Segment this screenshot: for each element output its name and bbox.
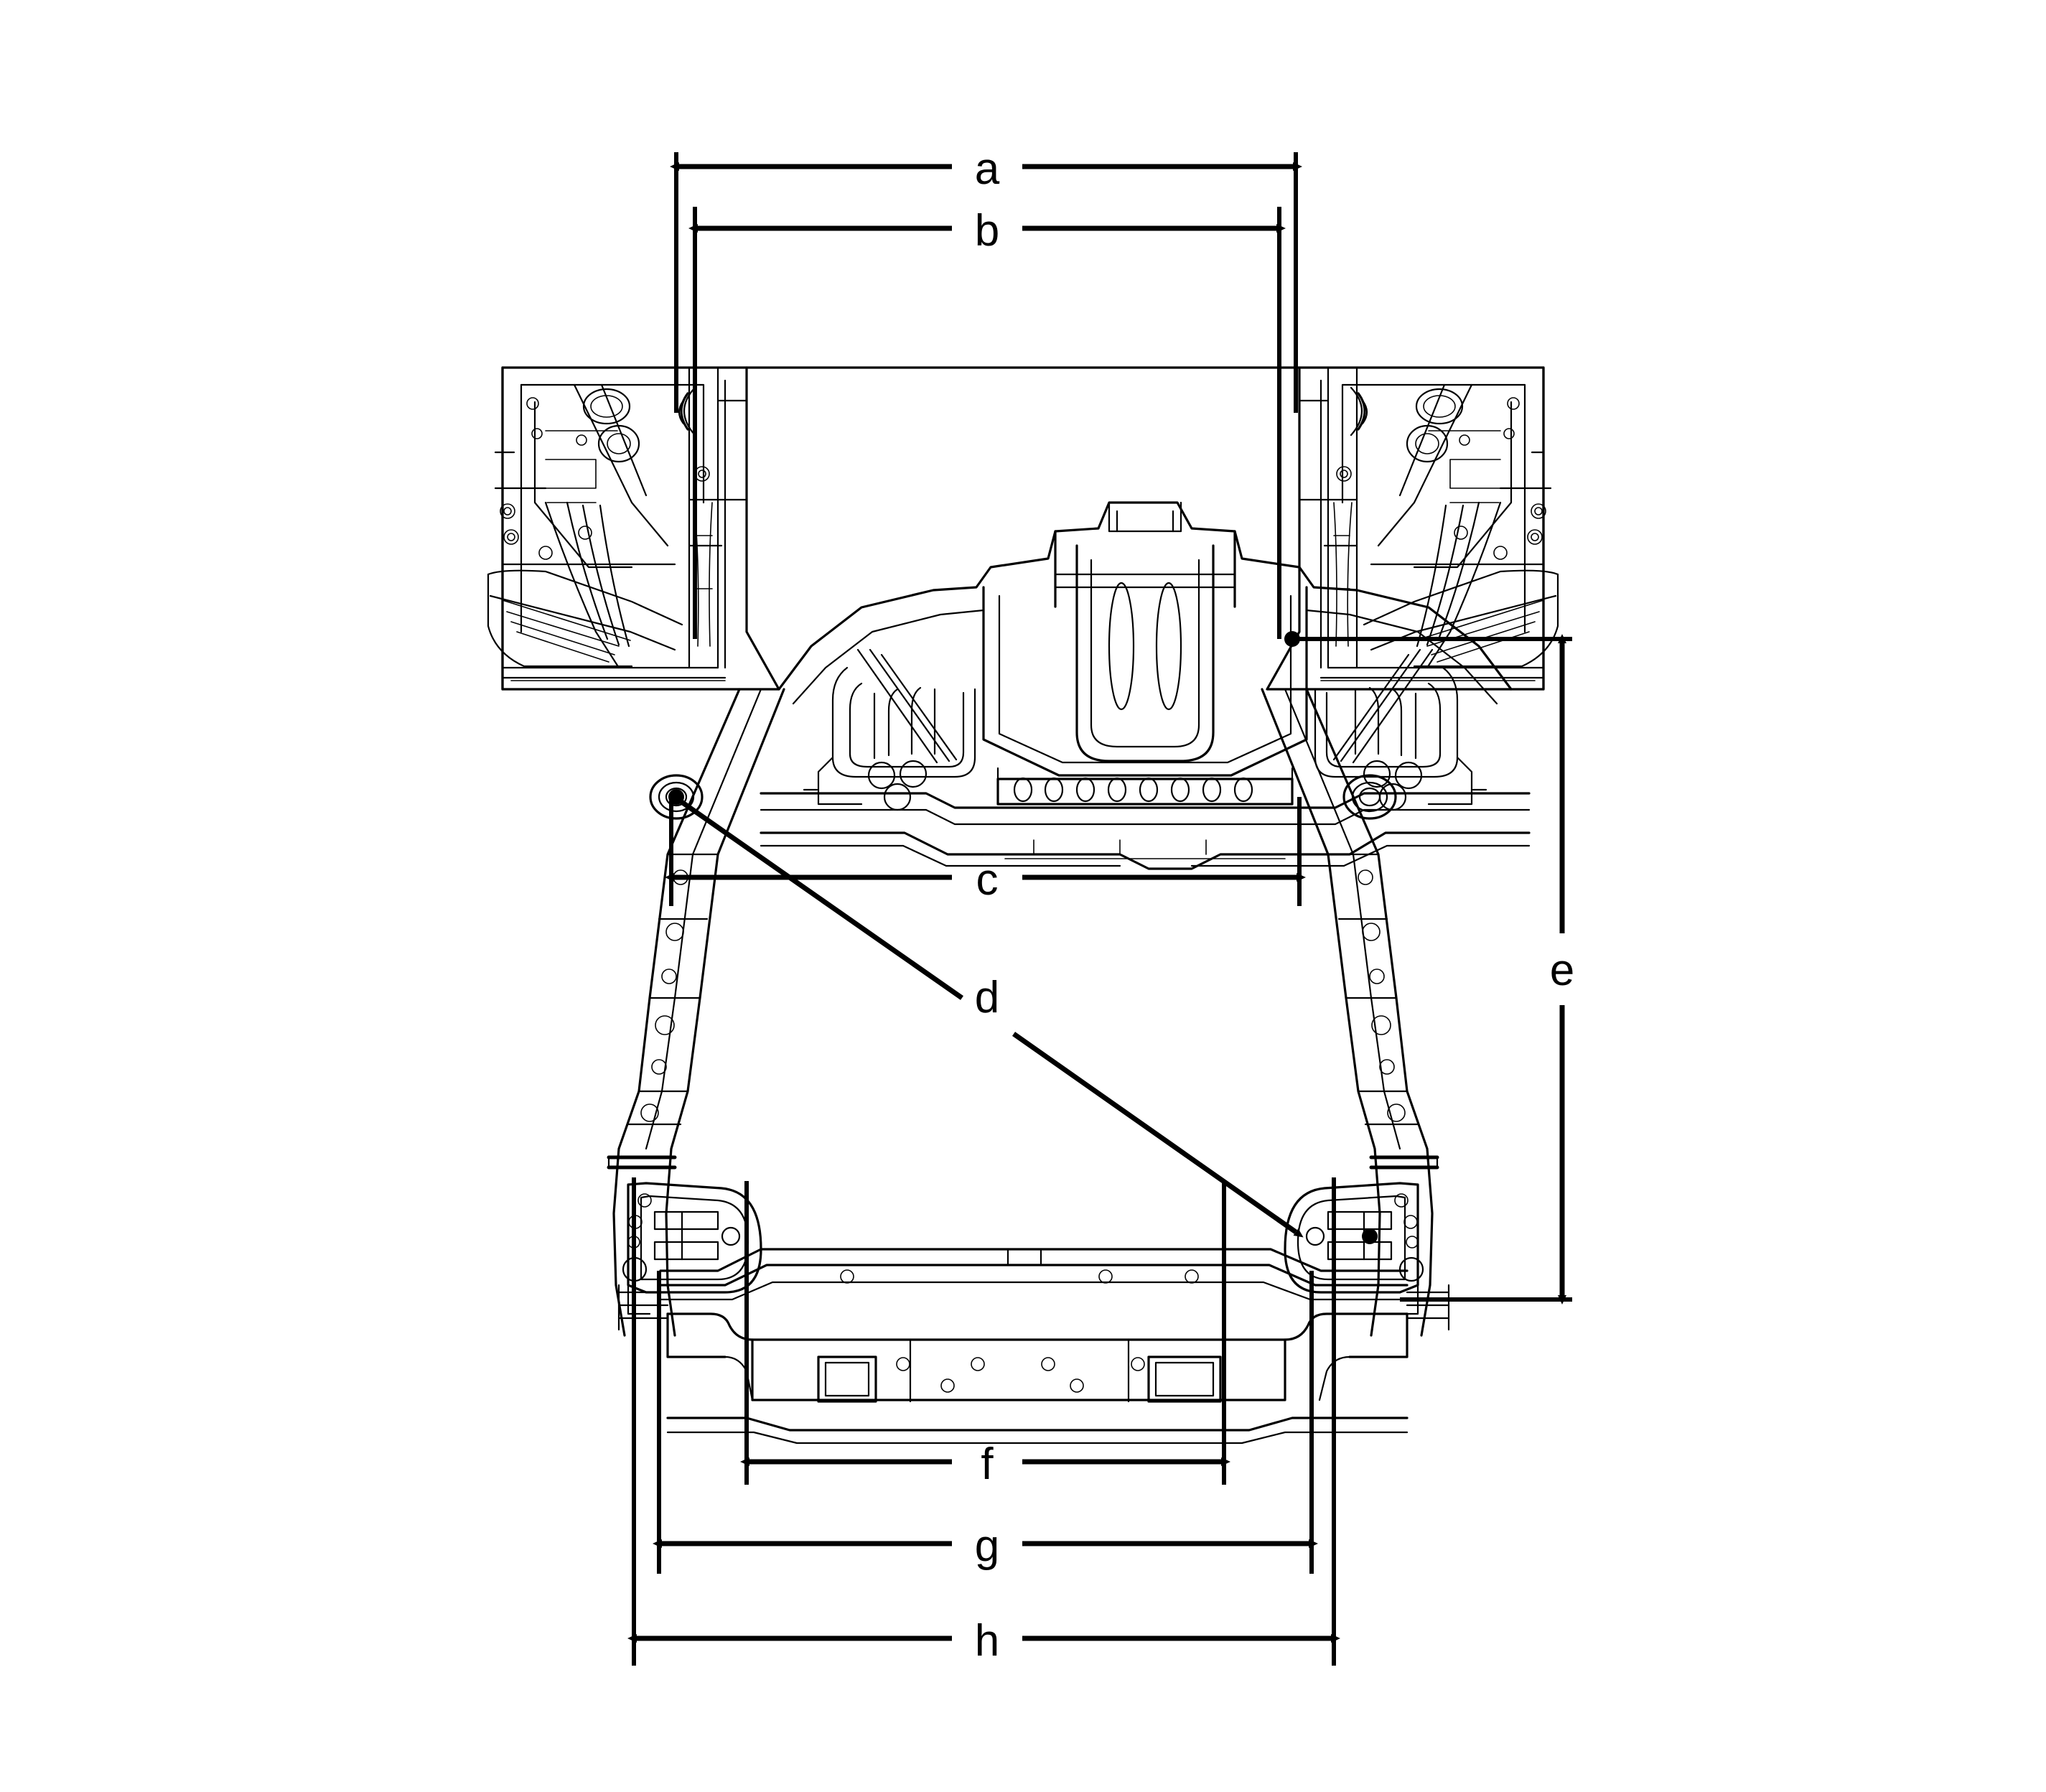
dimension-label-h: h [975,1616,999,1666]
front-cross-member-assembly [487,366,1559,870]
dimension-c: c [665,855,1306,905]
dimension-label-d: d [975,973,999,1022]
dimension-label-g: g [975,1521,999,1571]
dimension-label-f: f [981,1439,994,1489]
vehicle-underbody-artwork [487,366,1559,1445]
dimension-d: d [673,795,1304,1238]
datum-points [668,631,1378,1244]
right-side-rail [1261,688,1439,1337]
dimension-label-c: c [976,855,999,905]
dimension-label-e: e [1550,946,1574,995]
dimension-h: h [627,1616,1340,1666]
dimension-label-b: b [975,206,999,256]
dimension-b: b [688,206,1286,256]
extension-lines [632,152,1572,1666]
dimension-g: g [653,1521,1318,1571]
dimension-a: a [670,144,1302,194]
dimension-label-a: a [975,144,1000,194]
dimension-e: e [1550,634,1574,1305]
rear-cross-member [617,1248,1450,1445]
dimension-f: f [740,1439,1230,1489]
